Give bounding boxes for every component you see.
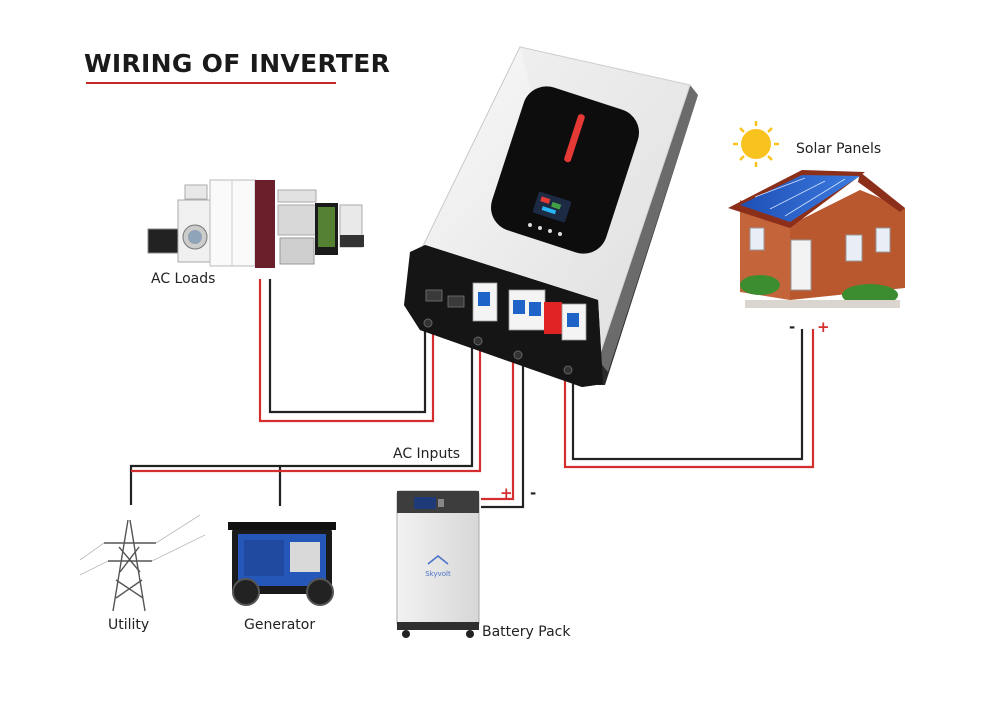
battery-wires xyxy=(481,330,525,509)
ac-load-wires xyxy=(258,279,435,423)
solar-panels-label: Solar Panels xyxy=(796,141,882,157)
battery-pack: Skyvolt xyxy=(396,490,480,638)
ac-loads-appliances xyxy=(147,179,364,268)
utility-label: Utility xyxy=(108,617,150,633)
solar-house xyxy=(728,121,905,308)
title-underline xyxy=(86,82,336,84)
page-title: WIRING OF INVERTER xyxy=(84,49,391,78)
utility-tower xyxy=(79,514,206,612)
ac-loads-label: AC Loads xyxy=(151,271,216,287)
inverter-display xyxy=(491,86,639,254)
ac-inputs-label: AC Inputs xyxy=(393,446,461,462)
generator xyxy=(228,522,336,606)
inverter-breakers xyxy=(472,282,587,341)
battery-brand-label: Skyvolt xyxy=(425,570,451,578)
inverter-ports xyxy=(423,289,573,375)
generator-label: Generator xyxy=(244,617,316,633)
battery-minus-sign: - xyxy=(530,484,537,502)
inverter xyxy=(404,46,698,387)
ac-input-wires xyxy=(129,327,482,506)
solar-plus-sign: + xyxy=(817,318,830,336)
solar-minus-sign: - xyxy=(789,318,796,336)
battery-plus-sign: + xyxy=(500,484,513,502)
battery-pack-label: Battery Pack xyxy=(482,624,571,640)
pv-wires xyxy=(563,329,815,469)
